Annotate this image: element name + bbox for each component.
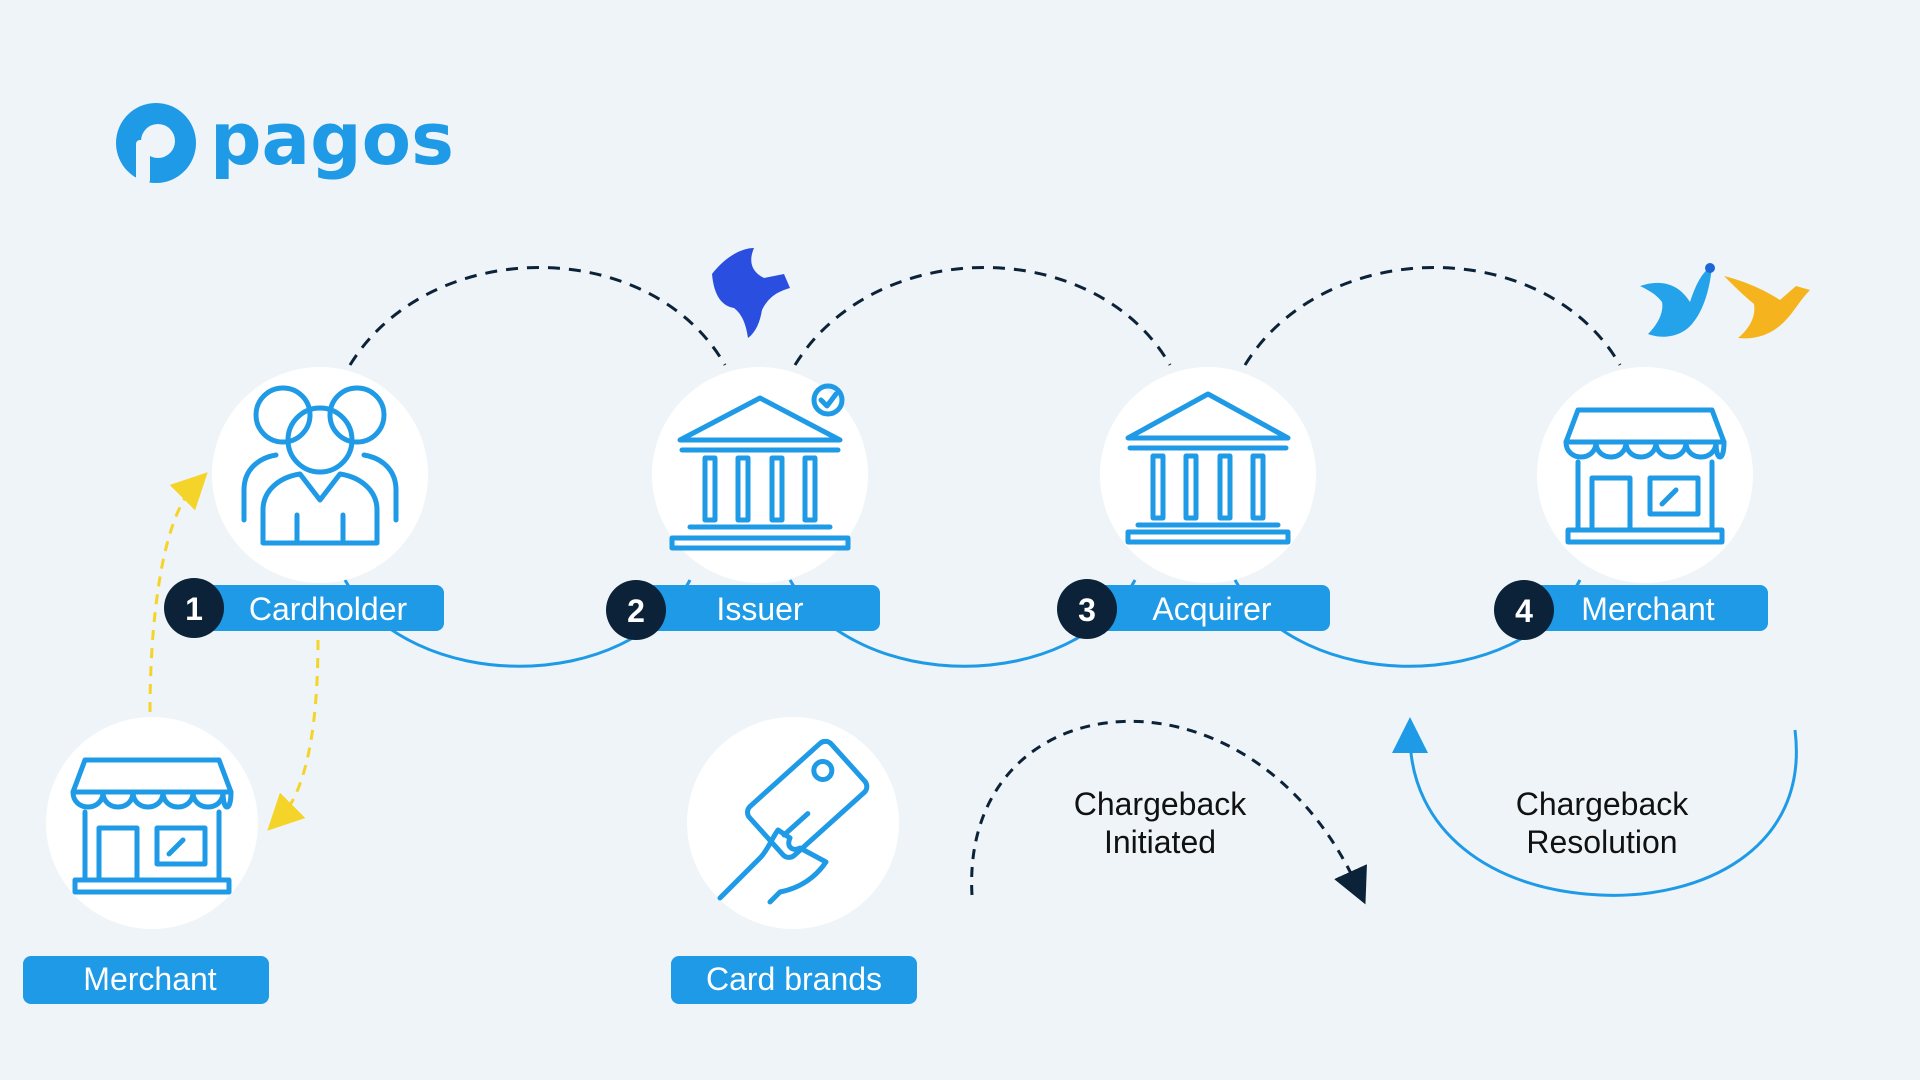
card-in-hand-icon bbox=[717, 738, 870, 905]
step-merchant bbox=[1537, 367, 1753, 583]
step-number-4 bbox=[1494, 580, 1554, 640]
arc-cardholder-issuer bbox=[348, 266, 727, 366]
store-icon bbox=[70, 757, 234, 895]
blue-bird-icon bbox=[712, 248, 790, 338]
label-merchant: 4 Merchant bbox=[1494, 580, 1768, 640]
chargeback-resolution: Chargeback Resolution bbox=[1392, 717, 1798, 897]
logo-text: pagos bbox=[210, 97, 454, 181]
arrow-merchant-to-cardholder bbox=[148, 472, 208, 713]
step-number-1 bbox=[164, 578, 224, 638]
resolution-line-2: Resolution bbox=[1526, 824, 1677, 860]
store-icon bbox=[1563, 407, 1727, 545]
yellow-dashed-arrows bbox=[148, 472, 320, 831]
arc-issuer-acquirer bbox=[793, 266, 1172, 366]
bank-icon bbox=[1125, 391, 1291, 545]
initiated-line-1: Chargeback bbox=[1074, 786, 1248, 822]
initiated-line-2: Initiated bbox=[1104, 824, 1216, 860]
svg-text:4: 4 bbox=[1515, 593, 1533, 629]
svg-text:1: 1 bbox=[185, 591, 203, 627]
step-label-acquirer: Acquirer bbox=[1152, 591, 1272, 627]
yellow-bird-icon bbox=[1724, 276, 1810, 339]
bottom-solid-arcs bbox=[343, 579, 1582, 668]
resolution-arrow bbox=[1392, 717, 1798, 897]
chargeback-initiated: Chargeback Initiated bbox=[970, 720, 1367, 905]
pagos-logo: pagos bbox=[116, 97, 454, 184]
cardholder-circle bbox=[212, 367, 428, 583]
bank-verified-icon bbox=[669, 383, 851, 551]
pagos-logo-icon bbox=[116, 103, 196, 184]
step-issuer bbox=[652, 367, 868, 583]
side-label-card-brands: Card brands bbox=[706, 961, 882, 997]
step-label-cardholder: Cardholder bbox=[249, 591, 408, 627]
side-merchant-circle bbox=[46, 717, 258, 929]
svg-text:2: 2 bbox=[627, 593, 645, 629]
side-label-merchant: Merchant bbox=[83, 961, 217, 997]
label-acquirer: 3 Acquirer bbox=[1057, 579, 1330, 639]
step-number-3 bbox=[1057, 579, 1117, 639]
side-node-card-brands: Card brands bbox=[671, 717, 917, 1004]
step-number-2 bbox=[606, 580, 666, 640]
svg-text:3: 3 bbox=[1078, 592, 1096, 628]
step-label-merchant: Merchant bbox=[1581, 591, 1715, 627]
step-acquirer bbox=[1100, 367, 1316, 583]
people-icon bbox=[241, 385, 399, 546]
label-issuer: 2 Issuer bbox=[606, 580, 880, 640]
side-node-merchant: Merchant bbox=[23, 717, 269, 1004]
initiated-arrow bbox=[970, 720, 1367, 905]
merchant-circle bbox=[1537, 367, 1753, 583]
step-cardholder bbox=[212, 367, 428, 583]
peacock-icon bbox=[1640, 263, 1715, 337]
top-dashed-arcs bbox=[348, 266, 1622, 366]
acquirer-circle bbox=[1100, 367, 1316, 583]
step-label-issuer: Issuer bbox=[716, 591, 803, 627]
arrow-cardholder-to-merchant bbox=[267, 639, 320, 831]
arc-acquirer-merchant bbox=[1243, 266, 1622, 366]
resolution-line-1: Chargeback bbox=[1516, 786, 1690, 822]
label-cardholder: 1 Cardholder bbox=[164, 578, 444, 638]
